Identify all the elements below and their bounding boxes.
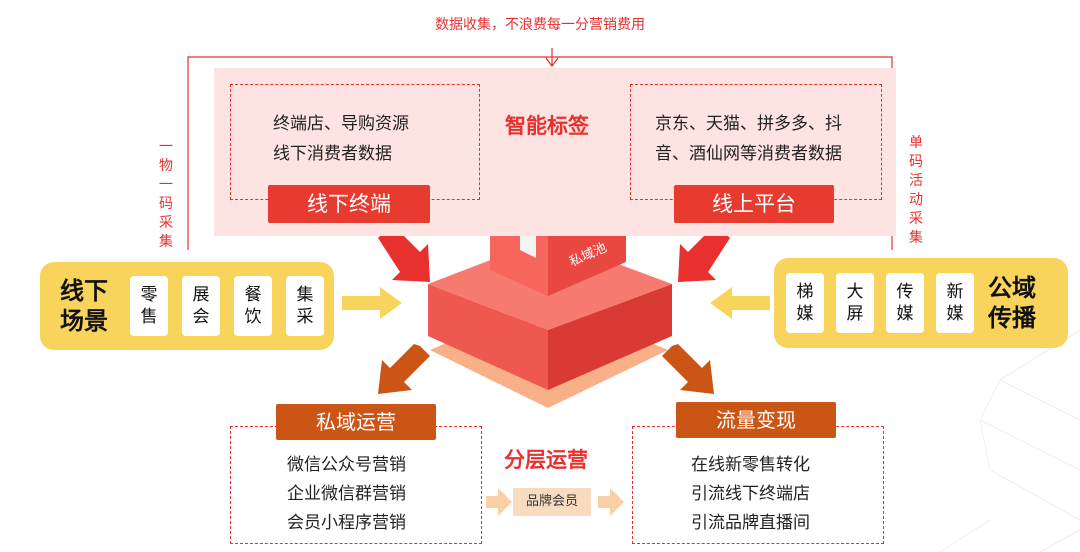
top-down-arrow: [545, 48, 559, 67]
offline-scene-panel: 线下场景 零售 展会 餐饮 集采: [40, 262, 334, 350]
arrow-pool-to-private: [378, 344, 430, 394]
left-side-label: 一物一码采集: [159, 139, 173, 250]
private-ops-item: 企业微信群营销: [287, 484, 406, 504]
arrow-online-to-pool: [678, 224, 730, 282]
offline-text-line: 终端店、导购资源: [273, 114, 409, 134]
traffic-box: 在线新零售转化 引流线下终端店 引流品牌直播间: [632, 426, 884, 544]
private-ops-button[interactable]: 私域运营: [276, 404, 436, 440]
private-ops-box: 微信公众号营销 企业微信群营销 会员小程序营销: [230, 426, 482, 544]
offline-scene-title: 线下场景: [60, 277, 108, 335]
scene-card-retail: 零售: [130, 276, 168, 336]
online-platform-button[interactable]: 线上平台: [674, 185, 834, 223]
offline-data-box: 终端店、导购资源 线下消费者数据: [230, 84, 480, 200]
media-card-elevator: 梯媒: [786, 273, 824, 333]
scene-card-exhibition: 展会: [182, 276, 220, 336]
media-card-traditional: 传媒: [886, 273, 924, 333]
arrow-left-scene-to-pool: [342, 287, 402, 319]
arrow-peach-right: [598, 488, 624, 516]
traffic-item: 引流线下终端店: [691, 484, 810, 504]
private-ops-item: 微信公众号营销: [287, 455, 406, 475]
arrow-offline-to-pool: [378, 224, 430, 282]
traffic-item: 引流品牌直播间: [691, 513, 810, 533]
public-media-panel: 梯媒 大屏 传媒 新媒 公域传播: [774, 258, 1068, 348]
arrow-pool-to-traffic: [662, 344, 714, 394]
smart-tag-label: 智能标签: [505, 114, 589, 138]
top-note: 数据收集，不浪费每一分营销费用: [435, 17, 645, 33]
arrow-peach-left: [486, 488, 512, 516]
media-card-new-media: 新媒: [936, 273, 974, 333]
layered-ops-label: 分层运营: [504, 448, 588, 472]
brand-member-box: 品牌会员: [513, 488, 591, 516]
traffic-item: 在线新零售转化: [691, 455, 810, 475]
private-ops-item: 会员小程序营销: [287, 513, 406, 533]
right-side-label: 单码活动采集: [909, 135, 923, 246]
media-card-big-screen: 大屏: [836, 273, 874, 333]
online-text-line: 京东、天猫、拼多多、抖: [655, 114, 842, 134]
online-data-box: 京东、天猫、拼多多、抖 音、酒仙网等消费者数据: [630, 84, 882, 200]
scene-card-procurement: 集采: [286, 276, 324, 336]
decorative-cubes: [939, 329, 1080, 552]
platform-middle-right: [548, 284, 672, 390]
traffic-monetization-button[interactable]: 流量变现: [676, 402, 836, 438]
offline-text-line: 线下消费者数据: [273, 144, 392, 164]
arrow-right-media-to-pool: [710, 287, 770, 319]
public-media-title: 公域传播: [988, 274, 1036, 332]
offline-terminal-button[interactable]: 线下终端: [268, 185, 430, 223]
online-text-line: 音、酒仙网等消费者数据: [655, 144, 842, 164]
scene-card-catering: 餐饮: [234, 276, 272, 336]
platform-middle-left: [428, 284, 548, 390]
